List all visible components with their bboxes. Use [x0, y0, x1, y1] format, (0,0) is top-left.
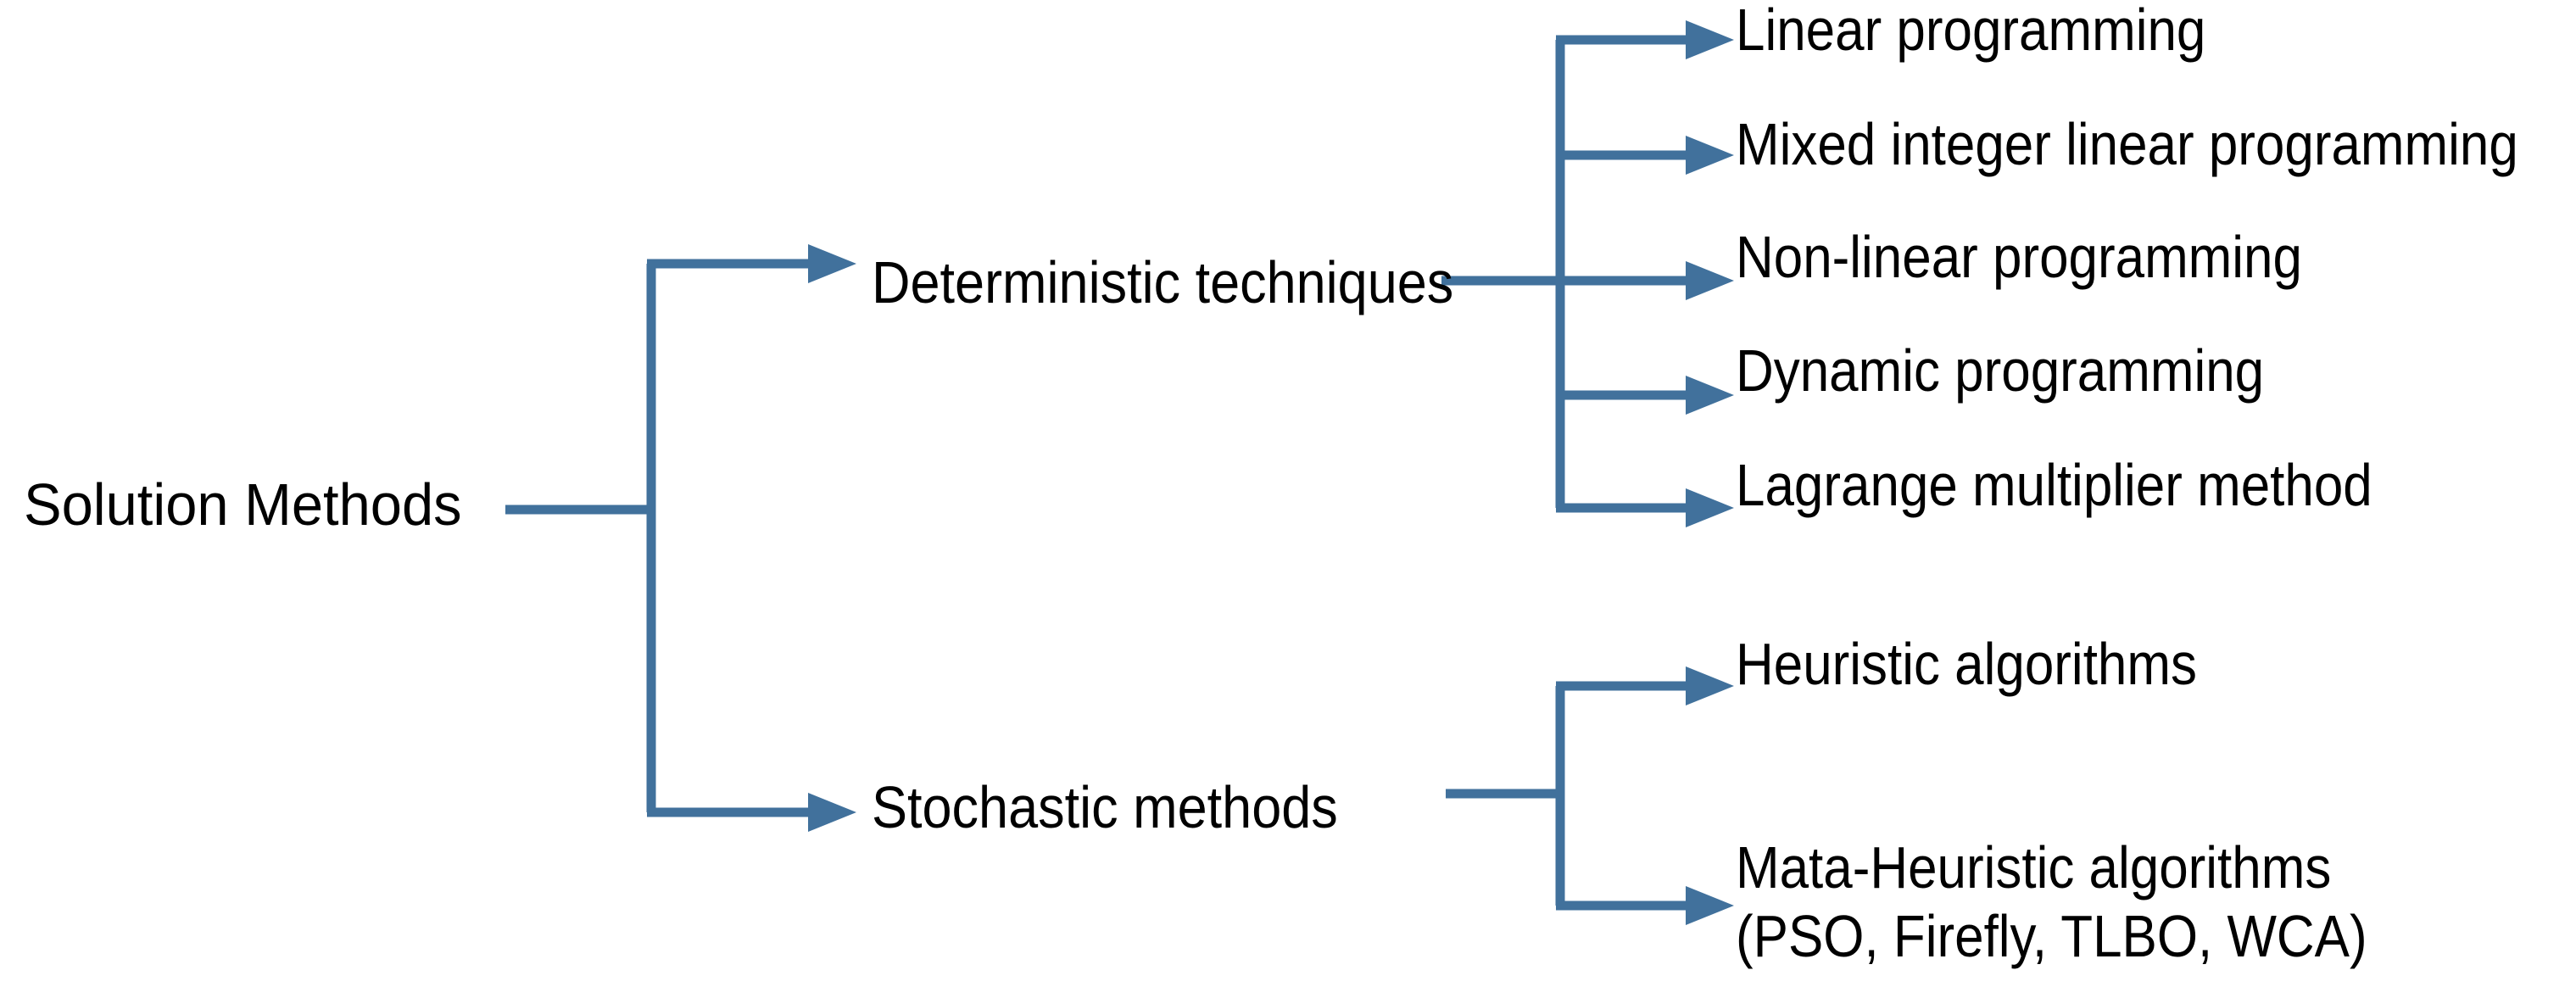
node-mata-heuristic-algorithms: Mata-Heuristic algorithms (PSO, Firefly,… — [1736, 834, 2576, 970]
root-node-solution-methods: Solution Methods — [24, 471, 462, 538]
node-dynamic-programming: Dynamic programming — [1736, 337, 2265, 404]
node-linear-programming: Linear programming — [1736, 0, 2206, 63]
node-deterministic-techniques: Deterministic techniques — [872, 249, 1454, 315]
node-mata-heuristic-algorithms-line1: Mata-Heuristic algorithms — [1736, 834, 2332, 900]
node-mixed-integer-linear-programming: Mixed integer linear programming — [1736, 111, 2518, 177]
node-stochastic-methods: Stochastic methods — [872, 774, 1338, 840]
node-lagrange-multiplier-method: Lagrange multiplier method — [1736, 452, 2372, 518]
node-mata-heuristic-algorithms-line2: (PSO, Firefly, TLBO, WCA) — [1736, 902, 2367, 969]
node-heuristic-algorithms: Heuristic algorithms — [1736, 631, 2197, 697]
node-non-linear-programming: Non-linear programming — [1736, 224, 2302, 290]
